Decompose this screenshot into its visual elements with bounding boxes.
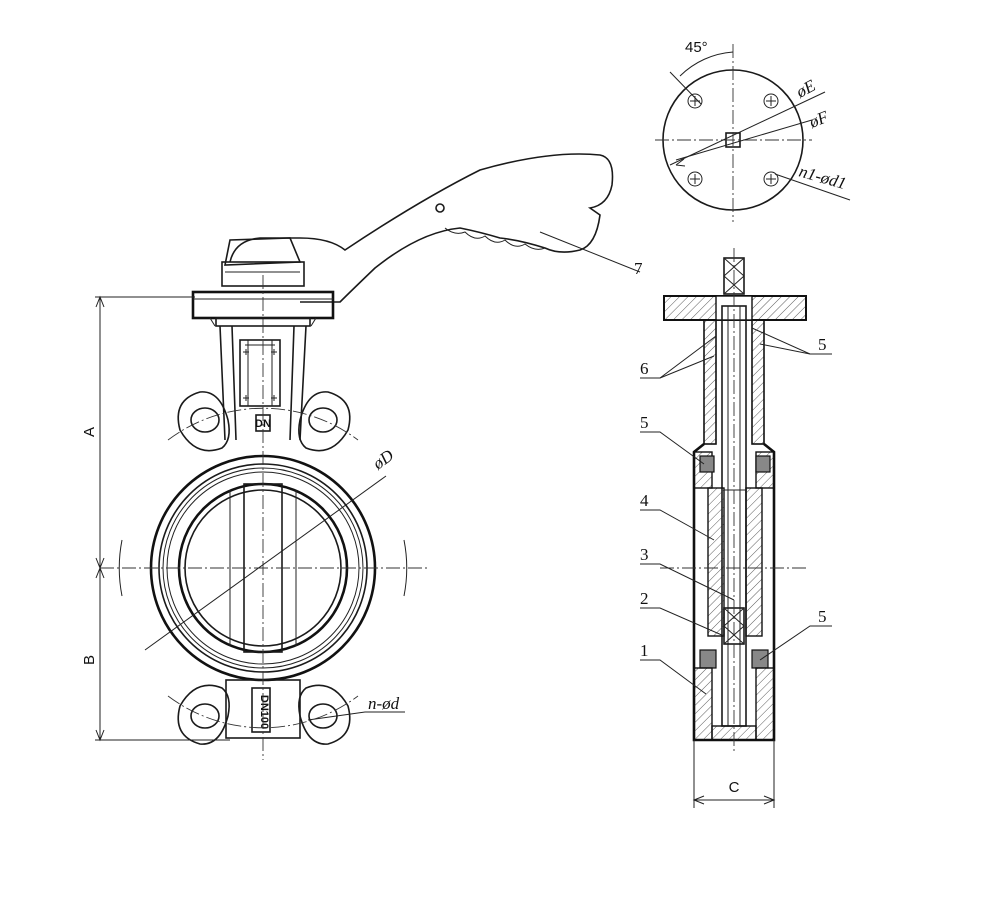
angle-label: 45° — [685, 39, 708, 56]
flange-top-view: 45° øE øF n1-ød1 — [655, 39, 851, 222]
section-leaders: 5 6 5 4 3 2 1 5 — [640, 327, 832, 695]
dim-D-label: øD — [368, 445, 397, 474]
dim-A-label: A — [81, 427, 98, 437]
handle-lever — [221, 153, 614, 303]
dim-n1d1-label: n1-ød1 — [797, 162, 849, 194]
part5-mid-label: 5 — [640, 413, 649, 432]
part5-top-label: 5 — [818, 335, 827, 354]
dim-B-label: B — [81, 655, 98, 665]
dim-F-label: øF — [805, 107, 831, 132]
part7-leader — [539, 231, 641, 273]
dim-E-label: øE — [792, 76, 819, 102]
dn100-mark: DN100 — [258, 695, 270, 729]
part7-label: 7 — [634, 259, 643, 278]
neck: DN — [219, 325, 307, 441]
part6-label: 6 — [640, 359, 649, 378]
dim-C-label: C — [729, 779, 740, 796]
diameter-leader — [144, 475, 387, 651]
bolt-hole-leader — [307, 711, 405, 721]
part2-label: 2 — [640, 589, 649, 608]
section-view: C 5 6 5 4 3 2 1 5 — [640, 248, 832, 808]
dim-nd-label: n-ød — [368, 694, 400, 713]
part3-label: 3 — [640, 545, 649, 564]
dim-AB: A B — [81, 295, 230, 742]
part5-bot-label: 5 — [818, 607, 827, 626]
front-view: DN DN100 — [81, 153, 643, 760]
part1-label: 1 — [640, 641, 649, 660]
part4-label: 4 — [640, 491, 649, 510]
